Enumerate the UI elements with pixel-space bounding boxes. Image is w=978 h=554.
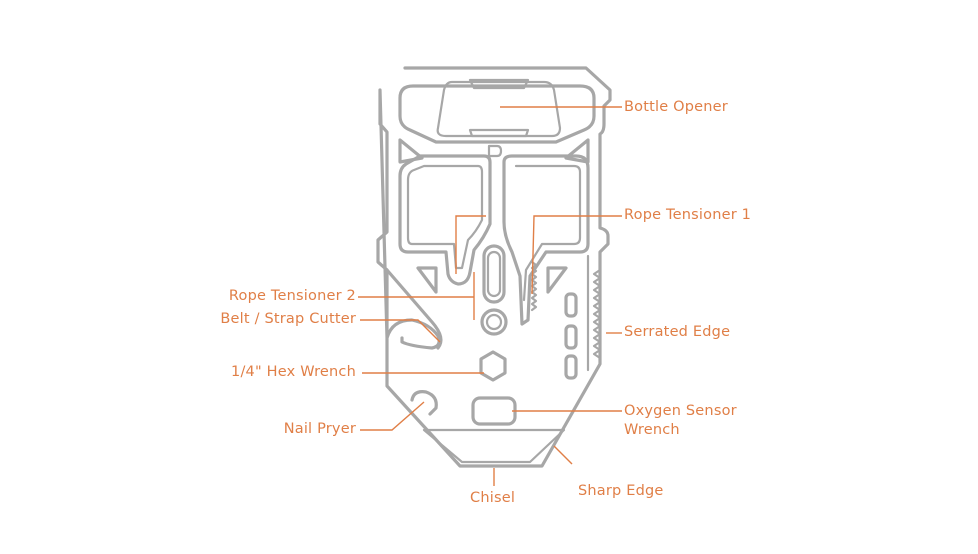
bottle-opener-slot: [398, 84, 596, 144]
hex-wrench-hole: [479, 350, 507, 382]
side-slot-1: [564, 292, 578, 318]
side-slot-3: [564, 354, 578, 380]
label-chisel: Chisel: [470, 490, 516, 506]
serrated-edge-teeth: [592, 268, 602, 360]
label-oxygen-sensor-wrench-line1: Oxygen Sensor: [624, 403, 737, 419]
brand-logo-mark: [487, 144, 503, 158]
leader-belt-strap-cutter: [360, 319, 441, 343]
upper-left-cutout: [398, 138, 424, 164]
label-hex-wrench: 1/4" Hex Wrench: [231, 364, 356, 380]
bottle-opener-inner: [436, 80, 562, 138]
rope-tensioner-2-slot-inner: [486, 250, 502, 298]
left-window: [398, 154, 492, 286]
side-slot-2: [564, 324, 578, 350]
upper-right-cutout: [564, 138, 590, 164]
label-rope-tensioner-2: Rope Tensioner 2: [228, 288, 356, 304]
label-serrated-edge: Serrated Edge: [624, 324, 731, 340]
oxygen-sensor-wrench-slot: [471, 396, 517, 426]
round-hole-inner: [485, 313, 503, 331]
nail-pryer-notch: [410, 390, 438, 416]
label-nail-pryer: Nail Pryer: [283, 421, 356, 437]
label-oxygen-sensor-wrench: Oxygen Sensor Wrench: [624, 402, 737, 440]
leader-rope-tensioner-1-alt: [455, 215, 486, 274]
label-sharp-edge: Sharp Edge: [578, 483, 664, 499]
tool-body-outline: [376, 66, 612, 468]
chisel-bevel: [422, 428, 566, 464]
bottle-opener-tab-bottom: [468, 128, 530, 138]
label-belt-strap-cutter: Belt / Strap Cutter: [220, 311, 356, 327]
rope-tensioner-2-slot: [482, 244, 506, 304]
right-lower-cutout: [546, 266, 568, 294]
left-lower-cutout: [416, 266, 438, 294]
leader-sharp-edge: [553, 445, 573, 465]
label-rope-tensioner-1: Rope Tensioner 1: [624, 207, 752, 223]
leader-nail-pryer: [360, 401, 425, 431]
leader-rope-tensioner-1: [531, 215, 622, 295]
right-window-inner: [514, 164, 582, 302]
belt-strap-cutter: [385, 268, 443, 350]
label-oxygen-sensor-wrench-line2: Wrench: [624, 422, 680, 438]
label-bottle-opener: Bottle Opener: [624, 99, 728, 115]
leader-rope-tensioner-2: [358, 272, 475, 320]
round-hole: [480, 308, 508, 336]
right-window: [502, 154, 590, 326]
bottle-opener-tab-top: [468, 78, 530, 90]
